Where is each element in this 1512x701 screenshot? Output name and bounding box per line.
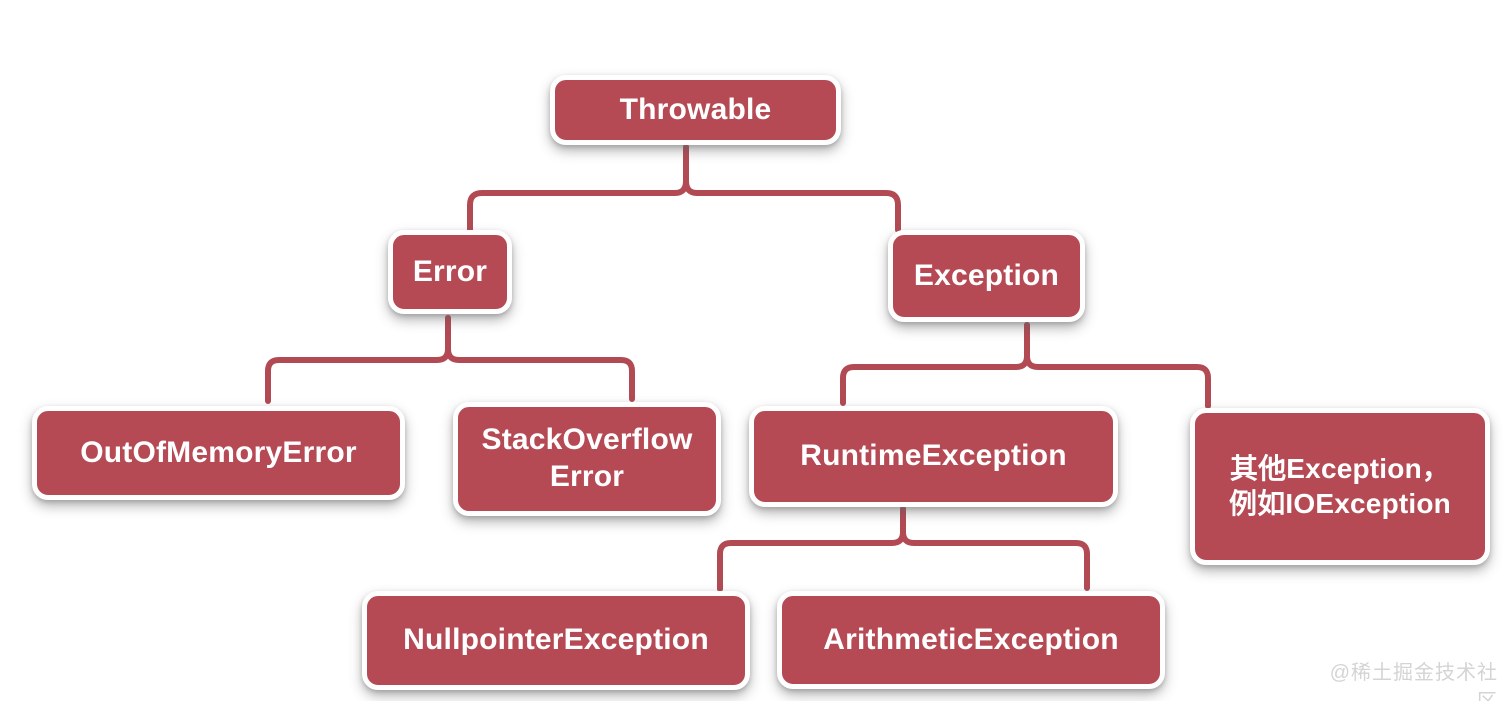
node-throwable: Throwable xyxy=(550,75,841,145)
node-out-of-memory-error: OutOfMemoryError xyxy=(32,406,405,500)
connector-throwable-children xyxy=(467,144,901,233)
node-nullpointer-exception: NullpointerException xyxy=(362,591,750,690)
node-arithmetic-exception: ArithmeticException xyxy=(777,591,1165,689)
node-exception: Exception xyxy=(888,230,1085,322)
node-error: Error xyxy=(388,230,512,314)
node-other-exception: 其他Exception， 例如IOException xyxy=(1190,408,1490,565)
connector-error-children xyxy=(265,315,635,404)
connector-runtime-children xyxy=(717,506,1090,592)
node-stack-overflow-error: StackOverflow Error xyxy=(453,402,721,516)
connector-exception-children xyxy=(840,322,1211,409)
watermark: @稀土掘金技术社区 xyxy=(1329,662,1498,701)
node-runtime-exception: RuntimeException xyxy=(749,406,1118,507)
